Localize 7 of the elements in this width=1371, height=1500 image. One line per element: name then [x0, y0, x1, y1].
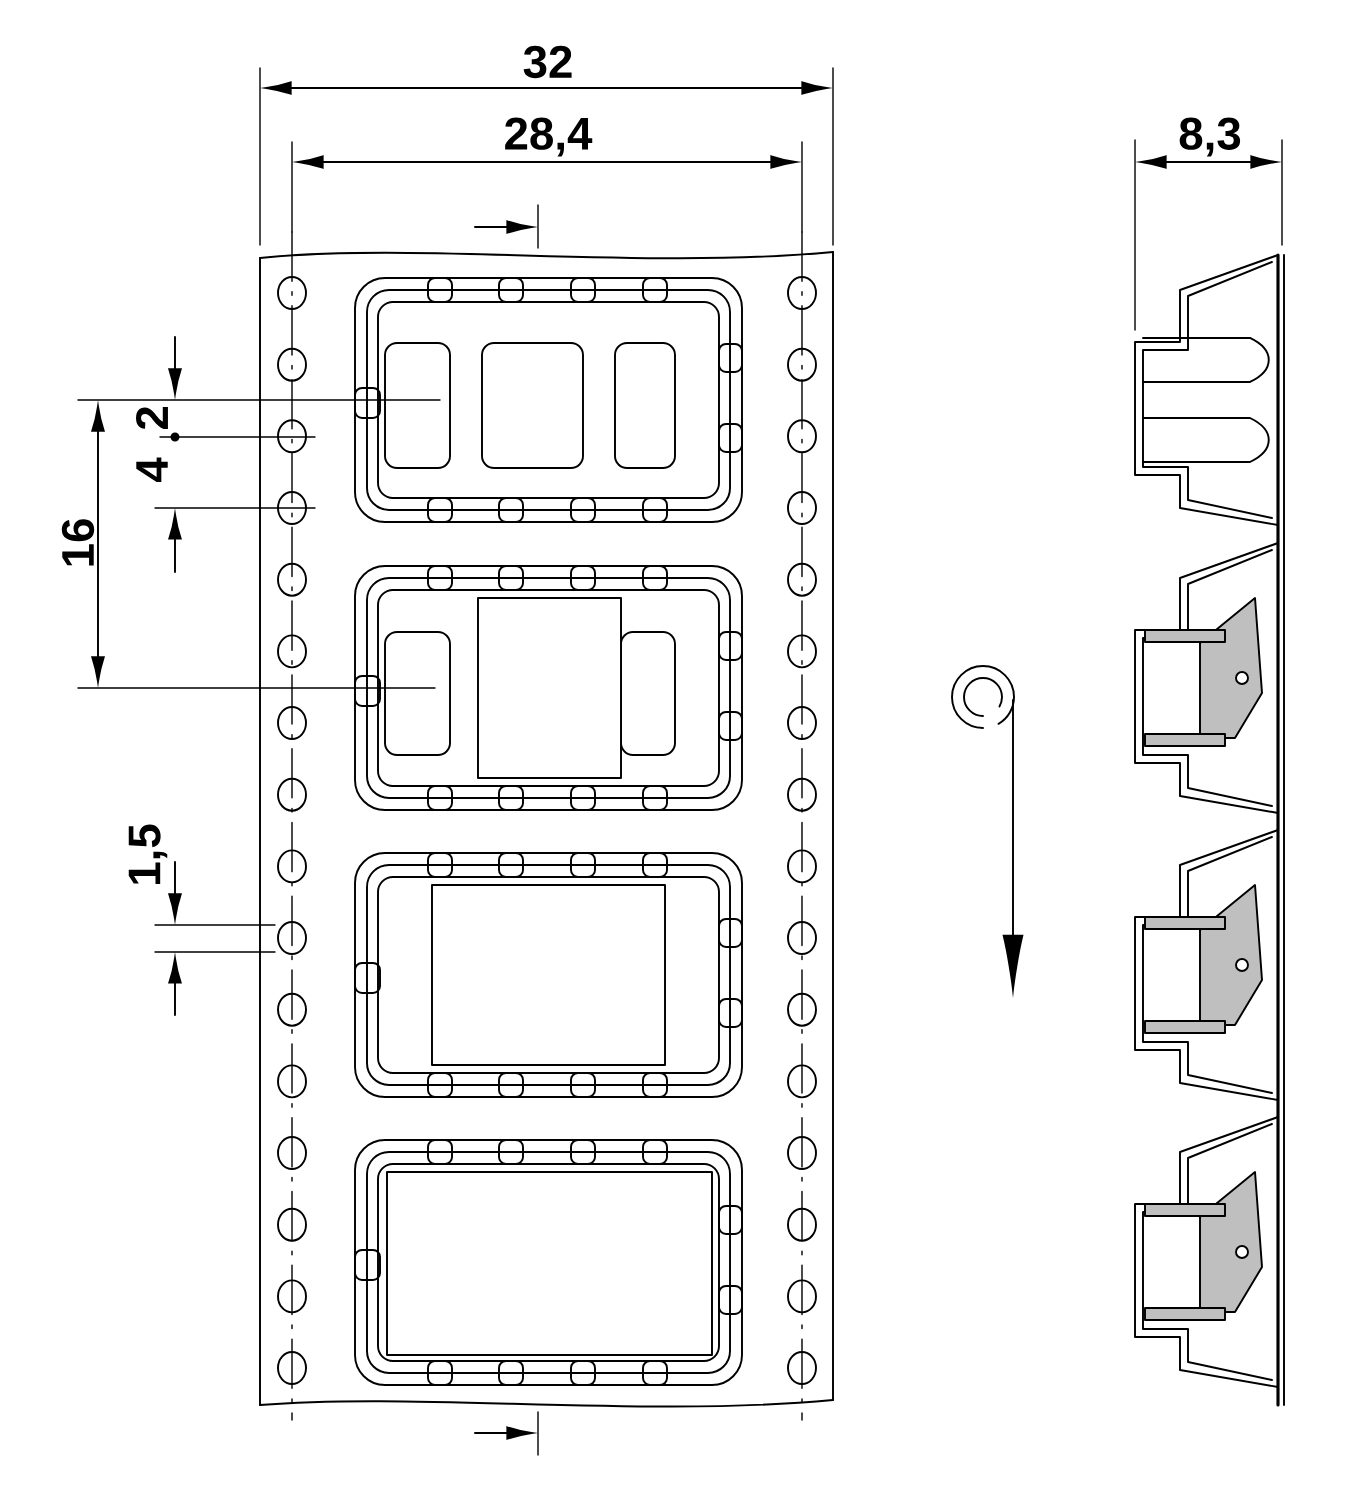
dimension-label: 2	[136, 407, 168, 430]
dimension-label: 16	[61, 519, 95, 566]
dimension-label: 8,3	[1179, 117, 1241, 157]
dimension-label: 1,5	[128, 824, 168, 884]
dimension-label: 32	[523, 45, 572, 79]
dimension-label: 28,4	[505, 117, 593, 157]
dimension-label: 4	[136, 457, 168, 482]
